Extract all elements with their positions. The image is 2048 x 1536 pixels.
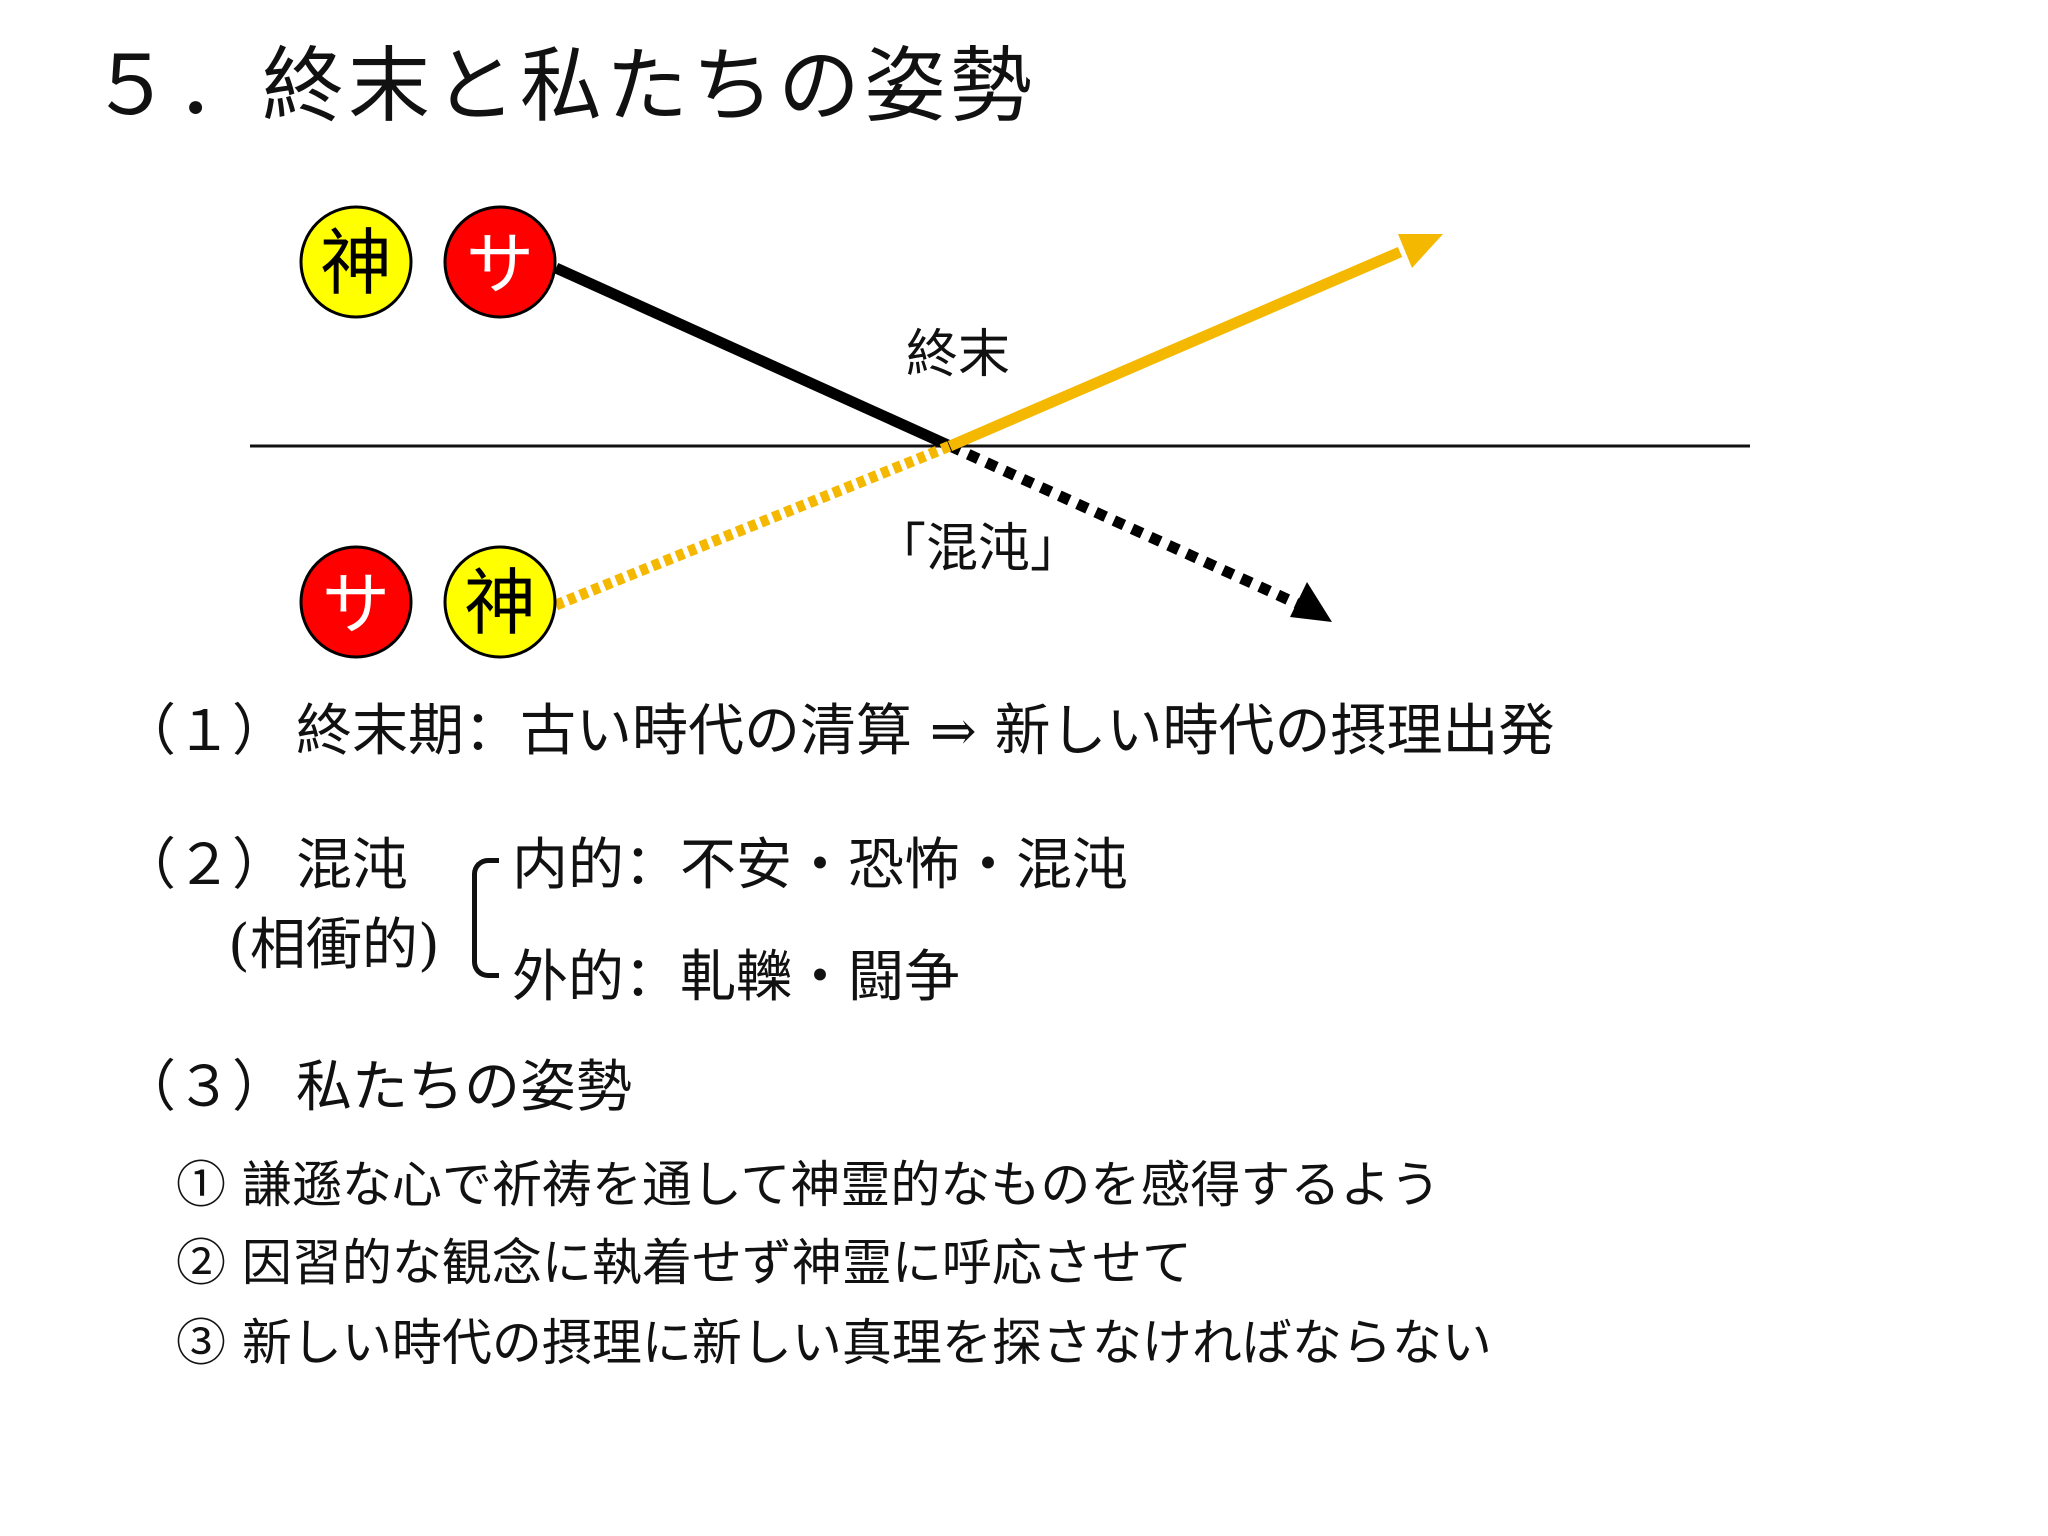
section3-number: （３）: [120, 1055, 288, 1120]
section3-point-1: ① 謙遜な心で祈祷を通して神霊的なものを感得するよう: [176, 1156, 1441, 1214]
satan-circle-top: [443, 205, 557, 319]
section2-term: 混沌: [296, 833, 408, 898]
page-title: ５．終末と私たちの姿勢: [90, 39, 1037, 134]
section1-number: （１）: [120, 699, 288, 764]
section2-note: (相衝的): [228, 913, 440, 978]
satan-label-bottom: サ: [322, 566, 390, 645]
section3-heading: 私たちの姿勢: [296, 1055, 632, 1120]
descending-dotted-line: [947, 440, 1303, 611]
end-times-diagram: 神 サ サ 神 終末 「混沌」: [250, 205, 1750, 659]
god-label-top: 神: [320, 221, 392, 305]
rising-arrowhead: [1398, 234, 1443, 268]
rising-dotted-line: [553, 440, 953, 611]
section3-point-3: ③ 新しい時代の摂理に新しい真理を探さなければならない: [176, 1314, 1492, 1372]
section2-number: （２）: [120, 833, 288, 898]
descending-arrowhead: [1290, 582, 1332, 622]
section2-external: 外的：軋轢・闘争: [512, 945, 960, 1010]
rising-solid-line: [947, 246, 1403, 452]
section3-point-2: ② 因習的な観念に執着せず神霊に呼応させて: [176, 1234, 1192, 1292]
descending-solid-line: [553, 262, 953, 452]
chaos-label: 「混沌」: [874, 519, 1082, 579]
god-circle-bottom: [443, 545, 557, 659]
end-label: 終末: [906, 325, 1010, 385]
god-label-bottom: 神: [464, 561, 536, 645]
satan-label-top: サ: [466, 226, 534, 305]
section2-bracket: [472, 858, 499, 978]
section2-internal: 内的：不安・恐怖・混沌: [512, 833, 1128, 898]
section1-text: 終末期：古い時代の清算 ⇒ 新しい時代の摂理出発: [296, 699, 1555, 764]
satan-circle-bottom: [299, 545, 413, 659]
god-circle-top: [299, 205, 413, 319]
